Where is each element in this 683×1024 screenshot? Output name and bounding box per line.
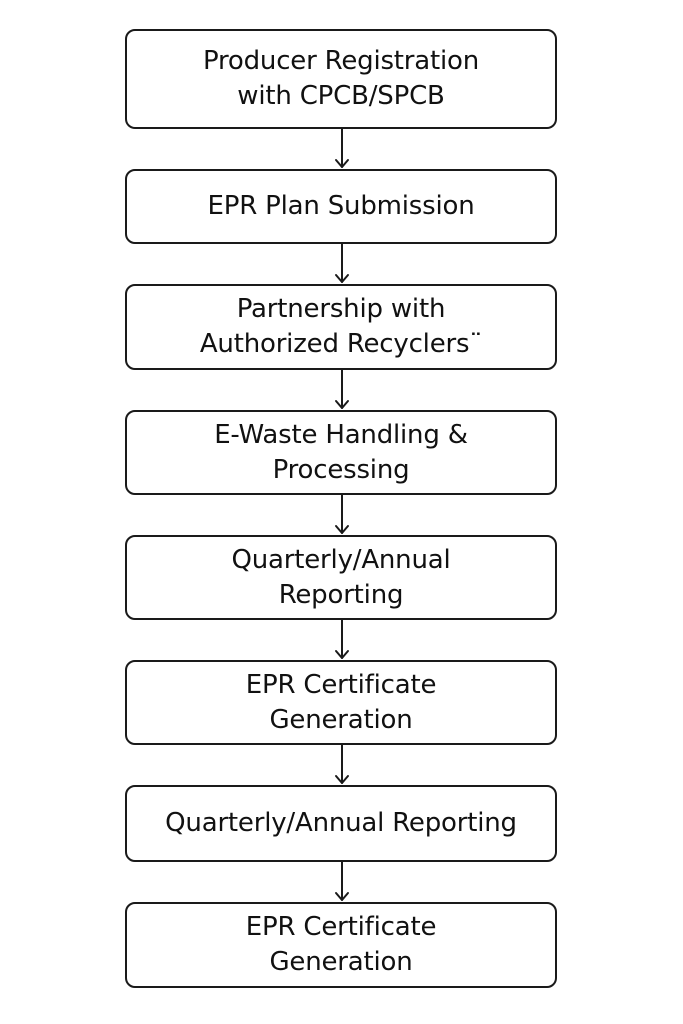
flow-arrow	[335, 744, 349, 784]
step-label-line: EPR Certificate	[245, 669, 437, 700]
step-label-line: EPR Plan Submission	[207, 191, 475, 221]
step-label-line: Partnership with	[236, 294, 446, 324]
step-epr-plan-submission: EPR Plan Submission	[125, 169, 557, 244]
flow-arrow	[335, 128, 349, 168]
step-label-line: E-Waste Handling &	[214, 419, 468, 450]
flow-arrow	[335, 861, 349, 901]
flow-arrow	[335, 619, 349, 659]
step-recycler-partnership: Partnership with Authorized Recyclers¨	[125, 284, 557, 370]
step-certificate-generation-repeat: EPR Certificate Generation	[125, 902, 557, 988]
step-certificate-generation: EPR Certificate Generation	[125, 660, 557, 745]
flow-arrow	[335, 494, 349, 534]
step-label-line: EPR Certificate	[245, 912, 437, 942]
step-label-line: Quarterly/Annual	[231, 544, 451, 575]
step-label-line: Reporting	[278, 579, 404, 610]
flow-arrow	[335, 243, 349, 283]
flow-arrow	[335, 369, 349, 409]
step-label-line: Generation	[269, 947, 413, 977]
step-label-line: Processing	[272, 454, 410, 485]
step-ewaste-handling: E-Waste Handling & Processing	[125, 410, 557, 495]
step-producer-registration: Producer Registration with CPCB/SPCB	[125, 29, 557, 129]
step-label-line: Generation	[269, 704, 413, 735]
step-label-line: Quarterly/Annual Reporting	[165, 808, 517, 838]
step-label-line: Producer Registration	[202, 46, 480, 76]
step-label-line: Authorized Recyclers¨	[199, 329, 483, 359]
step-reporting: Quarterly/Annual Reporting	[125, 535, 557, 620]
step-reporting-repeat: Quarterly/Annual Reporting	[125, 785, 557, 862]
step-label-line: with CPCB/SPCB	[237, 81, 445, 111]
